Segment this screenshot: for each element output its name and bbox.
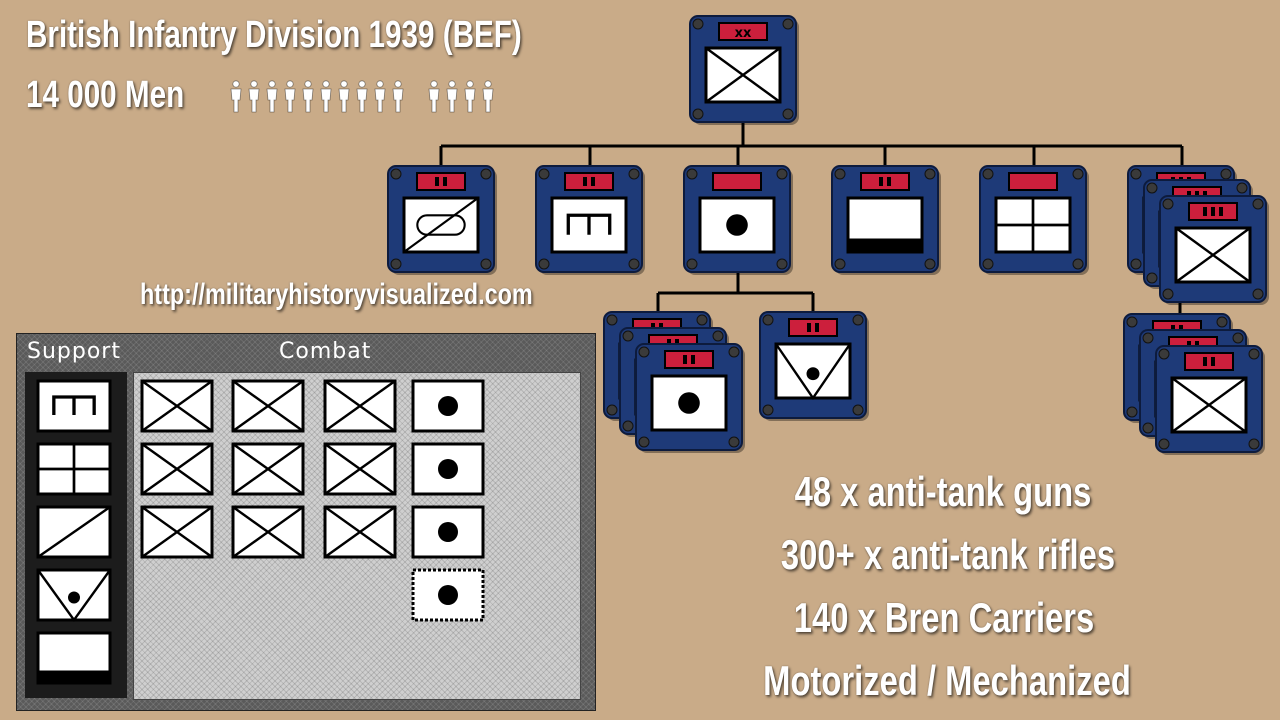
- artillery-symbol: [411, 505, 485, 559]
- echelon-marker: [1188, 202, 1238, 221]
- toe-panel: Support Combat: [16, 333, 596, 711]
- division-hq-unit: xx: [689, 15, 799, 125]
- infantry-battalion-unit: [1155, 345, 1265, 455]
- echelon-marker: [664, 350, 714, 369]
- anti-tank-regiment-unit: [387, 165, 497, 275]
- anti-tank-oval-symbol: [402, 196, 480, 254]
- echelon-marker: xx: [718, 22, 768, 41]
- echelon-marker: [860, 172, 910, 191]
- anti-aircraft-regiment-unit: [759, 311, 869, 421]
- svg-text:xx: xx: [735, 26, 752, 41]
- anti-aircraft-symbol: [774, 342, 852, 401]
- artillery-symbol: [411, 442, 485, 496]
- anti-aircraft-symbol: [36, 568, 112, 623]
- stat-anti-tank-rifles: 300+ x anti-tank rifles: [780, 531, 1116, 578]
- infantry-symbol: [323, 442, 397, 496]
- infantry-symbol: [231, 505, 305, 559]
- infantry-symbol: [231, 379, 305, 433]
- transport-symbol: [36, 631, 112, 685]
- artillery-symbol: [411, 379, 485, 433]
- echelon-marker: [416, 172, 466, 191]
- transport-battalion-unit: [831, 165, 941, 275]
- artillery-symbol: [698, 196, 776, 254]
- signals-unit: [979, 165, 1089, 275]
- infantry-symbol: [323, 505, 397, 559]
- men-count: 14 000 Men: [26, 74, 185, 116]
- infantry-symbol: [704, 46, 782, 104]
- infantry-symbol: [323, 379, 397, 433]
- signals-symbol: [36, 442, 112, 496]
- echelon-marker: [1184, 352, 1234, 371]
- artillery-regiment-stack: [603, 311, 745, 453]
- stat-bren-carriers: 140 x Bren Carriers: [793, 594, 1095, 641]
- echelon-marker: [564, 172, 614, 191]
- artillery-symbol: [650, 374, 728, 432]
- artillery-hq-unit: [683, 165, 793, 275]
- infantry-symbol: [1174, 226, 1252, 284]
- infantry-symbol: [140, 505, 214, 559]
- artillery-regiment-unit: [635, 343, 745, 453]
- infantry-symbol: [1170, 376, 1248, 434]
- stat-anti-tank-guns: 48 x anti-tank guns: [794, 468, 1092, 515]
- signals-symbol: [994, 196, 1072, 254]
- support-label: Support: [27, 339, 121, 364]
- transport-symbol: [846, 196, 924, 254]
- stat-motorized: Motorized / Mechanized: [763, 657, 1131, 704]
- page-title: British Infantry Division 1939 (BEF): [26, 14, 522, 56]
- combat-label: Combat: [279, 339, 372, 364]
- infantry-symbol: [140, 442, 214, 496]
- website-url[interactable]: http://militaryhistoryvisualized.com: [140, 278, 533, 311]
- echelon-marker: [712, 172, 762, 191]
- artillery-symbol: [411, 568, 485, 622]
- infantry-brigade-unit: [1159, 195, 1269, 305]
- echelon-marker: [788, 318, 838, 337]
- infantry-symbol: [231, 442, 305, 496]
- engineer-symbol: [550, 196, 628, 254]
- engineer-battalion-unit: [535, 165, 645, 275]
- infantry-brigade-stack: [1127, 165, 1269, 305]
- infantry-battalion-stack: [1123, 313, 1265, 455]
- support-column: [25, 372, 127, 698]
- infantry-symbol: [140, 379, 214, 433]
- anti-tank-symbol: [36, 505, 112, 559]
- combat-area: [133, 372, 581, 700]
- engineer-symbol: [36, 379, 112, 433]
- echelon-marker: [1008, 172, 1058, 191]
